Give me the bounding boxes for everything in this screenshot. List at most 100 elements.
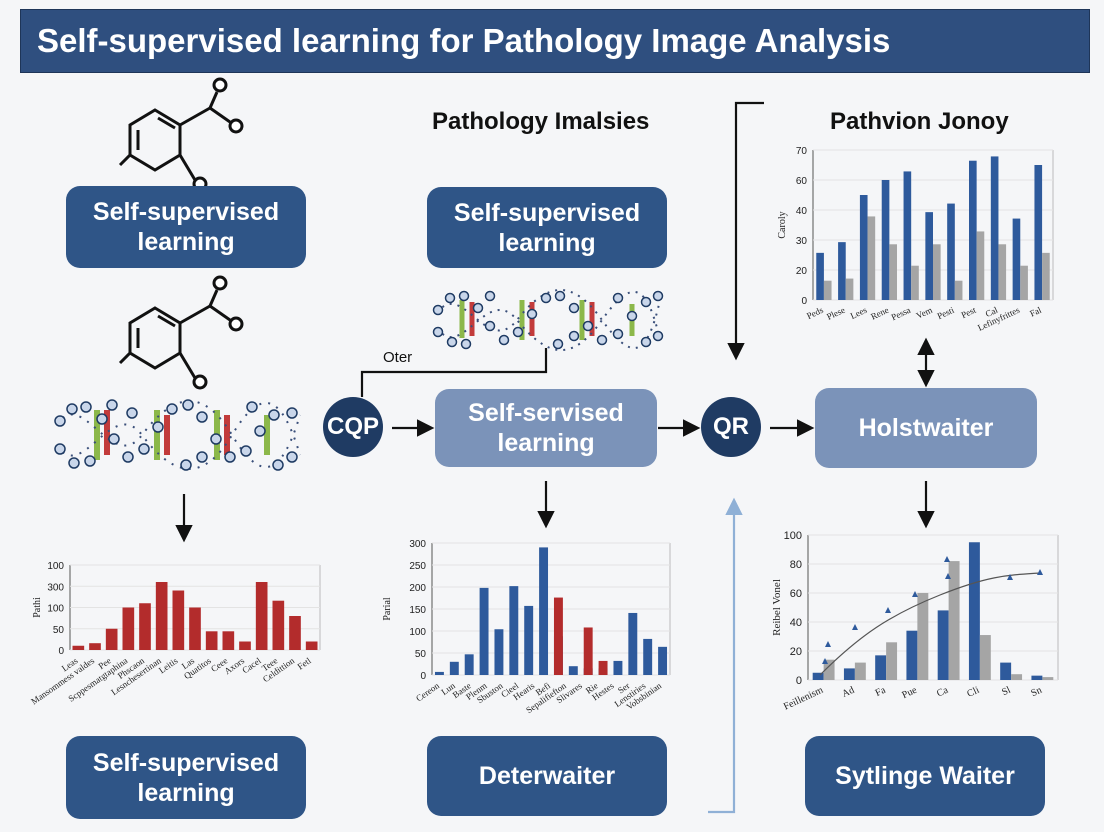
x-tick-label: Pest [960, 305, 978, 321]
y-axis-label: Pathi [32, 597, 43, 618]
bar [72, 645, 85, 650]
bar [823, 280, 832, 300]
x-tick-label: Peds [805, 305, 825, 321]
bar [867, 216, 876, 300]
bar [89, 643, 101, 650]
bar [875, 655, 887, 680]
bar [464, 654, 474, 675]
dna-helix-icon-left [54, 399, 301, 471]
x-tick-label: Lees [849, 305, 869, 321]
oter-label: Oter [383, 349, 413, 366]
bar [933, 244, 941, 300]
bar [583, 627, 593, 675]
bar [1042, 252, 1050, 300]
self-supervised-learning-box-top-left: Self-supervised learning [66, 186, 306, 268]
x-tick-label: Pesti [936, 305, 957, 322]
trend-marker [944, 556, 950, 562]
bar [643, 638, 653, 675]
y-tick-label: 60 [790, 588, 802, 600]
x-tick-label: Vem [915, 305, 934, 321]
y-tick-label: 250 [409, 561, 426, 572]
bar [222, 631, 235, 650]
y-tick-label: 0 [58, 646, 64, 657]
x-tick-label: Feillenism [782, 685, 825, 713]
bar [968, 542, 980, 680]
y-tick-label: 60 [796, 176, 808, 187]
bar [969, 160, 977, 300]
bottom-middle-bar-chart: 050100150200250300ParialCereonLunBastePl… [382, 539, 671, 715]
y-tick-label: 200 [409, 583, 426, 594]
bar [925, 212, 933, 300]
bar [854, 662, 866, 680]
bar [937, 610, 949, 680]
y-tick-label: 30 [796, 236, 808, 247]
page-title: Self-supervised learning for Pathology I… [37, 22, 891, 59]
trend-marker [1007, 574, 1013, 580]
trend-marker [822, 658, 828, 664]
bar [189, 607, 201, 650]
bar [954, 280, 963, 300]
x-tick-label: Lefinyfrittes [976, 305, 1021, 333]
x-tick-label: Rene [869, 305, 890, 322]
deterwaiter-box: Deterwaiter [427, 736, 667, 816]
qr-node: QR [701, 397, 761, 457]
x-tick-label: Cli [965, 685, 981, 700]
bar [479, 587, 489, 675]
x-tick-label: Ca [935, 685, 950, 700]
trend-marker [912, 591, 918, 597]
bar [979, 635, 991, 680]
bar [139, 603, 151, 650]
bar [881, 180, 890, 300]
bar [917, 593, 929, 680]
bar [1000, 662, 1012, 680]
y-tick-label: 100 [47, 561, 64, 572]
bar [658, 646, 668, 675]
x-tick-label: Cal [984, 305, 1000, 320]
x-tick-label: Pue [900, 685, 919, 702]
bar [1020, 265, 1028, 300]
bar [449, 661, 459, 675]
title-banner: Self-supervised learning for Pathology I… [20, 9, 1090, 73]
bar [568, 666, 578, 675]
bar [889, 244, 897, 300]
right-heading: Pathvion Jonoy [830, 108, 1009, 135]
y-tick-label: 100 [784, 530, 802, 542]
bar [255, 582, 268, 650]
bar [990, 156, 999, 300]
bar [289, 616, 301, 650]
bar [598, 660, 608, 675]
y-axis-label: Parial [382, 597, 393, 621]
cqp-node: CQP [323, 397, 383, 457]
y-tick-label: 50 [53, 625, 65, 636]
bar [903, 171, 912, 300]
trend-marker [945, 573, 951, 579]
bar [122, 607, 135, 650]
sytlinge-waiter-box: Sytlinge Waiter [805, 736, 1045, 816]
y-tick-label: 80 [790, 559, 802, 571]
self-supervised-learning-box-bottom-left: Self-supervised learning [66, 736, 306, 819]
y-tick-label: 70 [796, 146, 808, 157]
y-tick-label: 0 [801, 296, 807, 307]
x-tick-label: Sl [1000, 685, 1012, 699]
y-tick-label: 100 [409, 627, 426, 638]
y-tick-label: 40 [790, 617, 802, 629]
x-tick-label: Fa [874, 685, 888, 699]
molecule-icon-middle [118, 275, 244, 390]
bar [172, 590, 185, 650]
bar [947, 203, 955, 300]
bar [948, 561, 960, 680]
bar [886, 642, 898, 680]
trend-line [819, 572, 1041, 676]
y-tick-label: 0 [420, 671, 426, 682]
bar [1011, 674, 1023, 680]
trend-marker [825, 641, 831, 647]
trend-marker [885, 607, 891, 613]
y-axis-label: Reibel Vonel [771, 579, 783, 636]
y-tick-label: 100 [47, 604, 64, 615]
bar [239, 641, 251, 650]
y-tick-label: 40 [796, 206, 808, 217]
bar [524, 605, 534, 675]
x-tick-label: Leitis [157, 655, 180, 675]
y-tick-label: 20 [796, 266, 808, 277]
dna-helix-icon-middle [432, 289, 664, 351]
